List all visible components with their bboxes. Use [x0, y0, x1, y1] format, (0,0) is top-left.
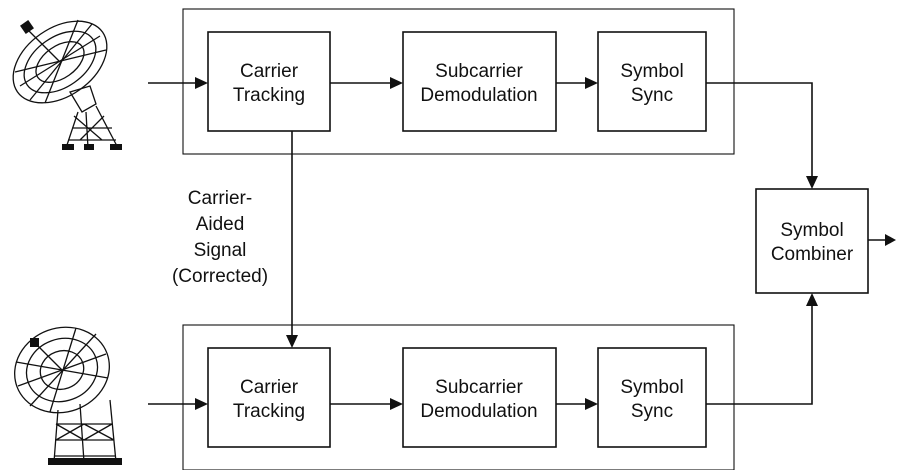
bottom-sync-to-combiner-arrow [706, 293, 818, 405]
carrier-aided-label-1: Carrier- [188, 188, 252, 209]
carrier-aided-label-3: Signal [194, 240, 247, 261]
bottom-carrier-to-subcarrier-arrow [330, 398, 403, 410]
carrier-aided-link-arrow [286, 131, 298, 348]
top-symbol-sync-block [597, 31, 707, 132]
top-symbol-sync-label-1: Symbol [620, 61, 683, 82]
top-antenna-icon [12, 19, 122, 150]
bottom-carrier-tracking-label-2: Tracking [233, 401, 305, 422]
top-subcarrier-demodulation-block [402, 31, 557, 132]
bottom-symbol-sync-label-1: Symbol [620, 377, 683, 398]
bottom-receiver-group [182, 324, 735, 470]
bottom-input-arrow [148, 398, 208, 410]
top-subcarrier-demodulation-label-1: Subcarrier [435, 61, 523, 82]
symbol-combiner-block [755, 188, 869, 294]
combiner-output-arrow [868, 234, 896, 246]
bottom-symbol-sync-block [597, 347, 707, 448]
bottom-subcarrier-to-sync-arrow [556, 398, 598, 410]
bottom-symbol-sync-label-2: Sync [631, 401, 673, 422]
bottom-subcarrier-demodulation-label-2: Demodulation [420, 401, 537, 422]
top-input-arrow [148, 77, 208, 89]
top-symbol-sync-label-2: Sync [631, 85, 673, 106]
symbol-combiner-label-2: Combiner [771, 244, 854, 265]
carrier-aided-label-4: (Corrected) [172, 266, 268, 287]
bottom-antenna-icon [14, 326, 122, 465]
carrier-aided-label-2: Aided [196, 214, 245, 235]
bottom-subcarrier-demodulation-label-1: Subcarrier [435, 377, 523, 398]
bottom-carrier-tracking-label-1: Carrier [240, 377, 299, 398]
top-receiver-group [182, 8, 735, 155]
top-sync-to-combiner-arrow [706, 82, 818, 189]
top-carrier-to-subcarrier-arrow [330, 77, 403, 89]
top-subcarrier-to-sync-arrow [556, 77, 598, 89]
top-carrier-tracking-label-2: Tracking [233, 85, 305, 106]
top-subcarrier-demodulation-label-2: Demodulation [420, 85, 537, 106]
top-carrier-tracking-block [207, 31, 331, 132]
bottom-subcarrier-demodulation-block [402, 347, 557, 448]
top-carrier-tracking-label-1: Carrier [240, 61, 299, 82]
bottom-carrier-tracking-block [207, 347, 331, 448]
symbol-combiner-label-1: Symbol [780, 220, 843, 241]
